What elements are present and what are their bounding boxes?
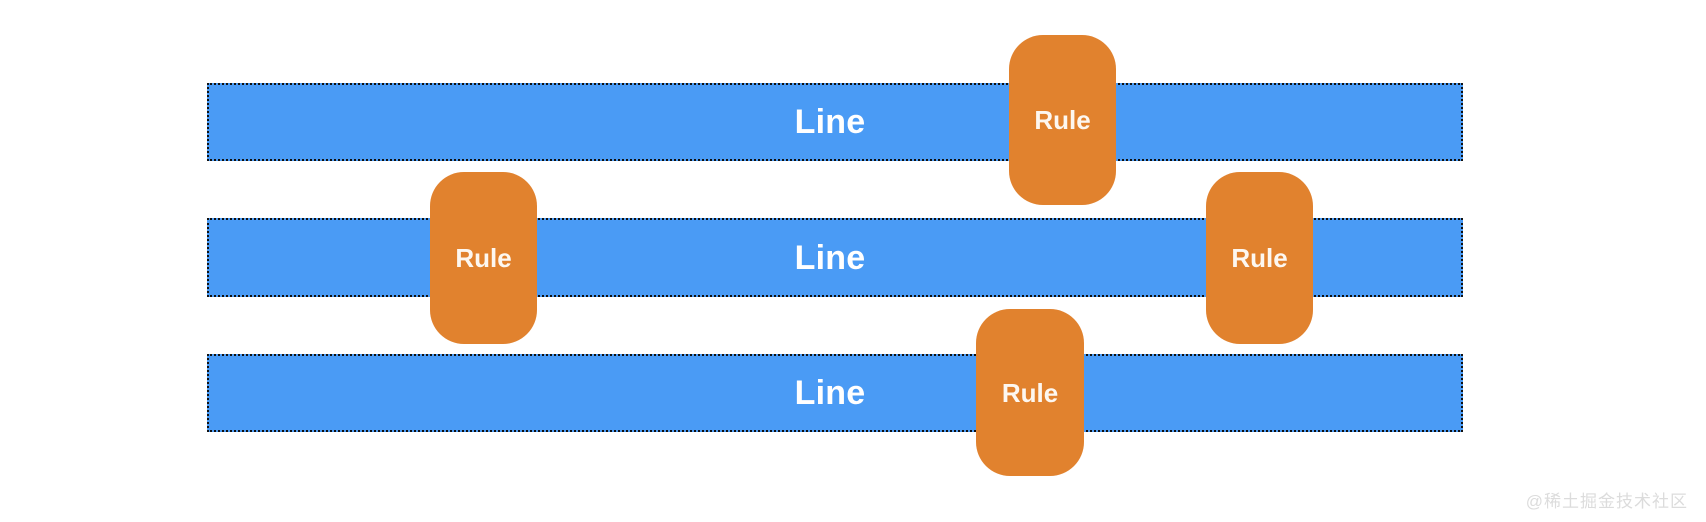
rule-box-row1-1-label: Rule <box>1034 105 1091 135</box>
line-bar-3-label: Line <box>794 374 866 412</box>
watermark: @稀土掘金技术社区 <box>1525 492 1688 511</box>
line-bar-1[interactable]: Line <box>207 83 1463 161</box>
rule-box-row1-1[interactable]: Rule <box>1009 35 1116 205</box>
rule-box-row3-1-label: Rule <box>1001 377 1059 408</box>
line-bar-2-label: Line <box>794 238 866 277</box>
line-bar-3[interactable]: Line <box>207 354 1463 432</box>
rule-box-row3-1[interactable]: Rule <box>976 309 1084 476</box>
rule-box-row2-2-label: Rule <box>1231 243 1288 273</box>
line-bar-1-label: Line <box>794 103 866 141</box>
rule-box-row2-1-label: Rule <box>455 243 512 273</box>
rule-box-row2-2[interactable]: Rule <box>1206 172 1313 344</box>
rule-box-row2-1[interactable]: Rule <box>430 172 537 344</box>
